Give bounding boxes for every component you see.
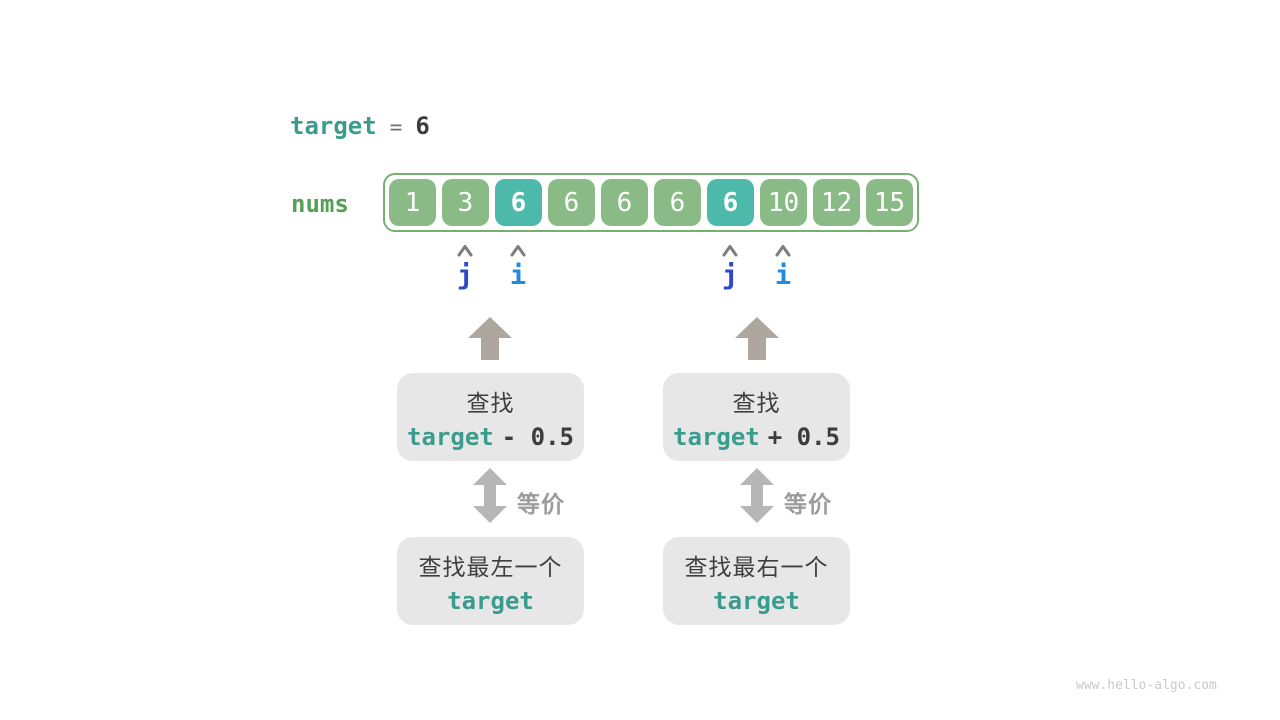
- pointer-i-label: i: [509, 260, 527, 291]
- array-cell: 12: [813, 179, 860, 226]
- array-cell: 6: [548, 179, 595, 226]
- pointer-j-label: j: [721, 260, 739, 291]
- result-target-variable: target: [713, 586, 800, 615]
- up-arrow-icon: [468, 317, 512, 360]
- result-target-variable: target: [447, 586, 534, 615]
- array-cell: 6: [654, 179, 701, 226]
- watermark: www.hello-algo.com: [1076, 678, 1217, 693]
- pointer-caret-icon: [722, 245, 738, 257]
- search-target-variable: target: [407, 422, 494, 451]
- nums-array: 1 3 6 6 6 6 6 10 12 15: [383, 173, 919, 232]
- array-cell: 10: [760, 179, 807, 226]
- up-arrow-icon: [735, 317, 779, 360]
- array-cell: 6: [707, 179, 754, 226]
- search-label: 查找: [732, 389, 781, 416]
- search-query-box-right: 查找 target + 0.5: [663, 373, 850, 461]
- search-query-box-left: 查找 target - 0.5: [397, 373, 584, 461]
- search-label: 查找: [466, 389, 515, 416]
- target-variable: target: [290, 112, 377, 140]
- nums-label: nums: [291, 190, 349, 218]
- result-box-leftmost: 查找最左一个 target: [397, 537, 584, 625]
- pointer-caret-icon: [510, 245, 526, 257]
- target-value: 6: [415, 112, 430, 140]
- equals-sign: =: [389, 115, 403, 139]
- array-cell: 1: [389, 179, 436, 226]
- array-cell: 6: [601, 179, 648, 226]
- result-box-rightmost: 查找最右一个 target: [663, 537, 850, 625]
- pointer-caret-icon: [775, 245, 791, 257]
- search-operation: + 0.5: [767, 422, 840, 451]
- target-assignment: target = 6: [290, 112, 430, 140]
- pointer-caret-icon: [457, 245, 473, 257]
- equivalence-arrow-icon: [473, 468, 507, 523]
- pointer-j-label: j: [456, 260, 474, 291]
- search-operation: - 0.5: [501, 422, 574, 451]
- pointer-i-label: i: [774, 260, 792, 291]
- array-cell: 6: [495, 179, 542, 226]
- array-cell: 15: [866, 179, 913, 226]
- array-cell: 3: [442, 179, 489, 226]
- equivalence-label: 等价: [784, 491, 832, 517]
- equivalence-arrow-icon: [740, 468, 774, 523]
- result-label: 查找最左一个: [418, 553, 563, 580]
- result-label: 查找最右一个: [684, 553, 829, 580]
- equivalence-label: 等价: [517, 491, 565, 517]
- search-target-variable: target: [673, 422, 760, 451]
